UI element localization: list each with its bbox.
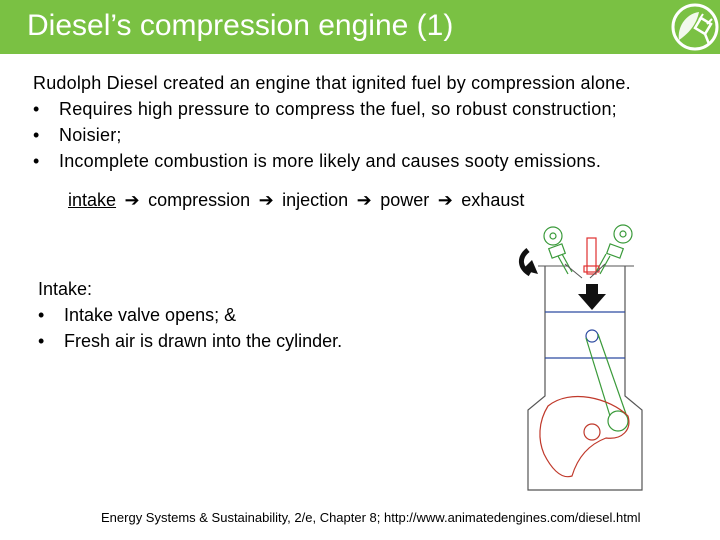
intro-bullet: Requires high pressure to compress the f… <box>33 96 631 122</box>
wrist-pin <box>585 329 599 343</box>
exhaust-valve <box>595 224 633 275</box>
arrow-right-icon: ➔ <box>356 190 372 210</box>
sequence-step-exhaust: exhaust <box>461 190 525 210</box>
stroke-sequence: intake ➔ compression ➔ injection ➔ power… <box>68 190 524 211</box>
intro-bullet: Noisier; <box>33 122 631 148</box>
intake-block: Intake: Intake valve opens; & Fresh air … <box>38 276 342 354</box>
cylinder-block <box>527 266 643 491</box>
arrow-right-icon: ➔ <box>437 190 453 210</box>
intake-bullet-list: Intake valve opens; & Fresh air is drawn… <box>38 302 342 354</box>
intake-bullet: Intake valve opens; & <box>38 302 342 328</box>
connecting-rod <box>585 333 629 432</box>
intro-block: Rudolph Diesel created an engine that ig… <box>33 70 631 174</box>
slide-title: Diesel’s compression engine (1) <box>27 9 454 42</box>
sequence-step-injection: injection <box>282 190 349 210</box>
sequence-step-compression: compression <box>148 190 251 210</box>
curved-arrow-icon <box>519 248 532 277</box>
intake-heading: Intake: <box>38 279 93 299</box>
intro-bullet-list: Requires high pressure to compress the f… <box>33 96 631 174</box>
leaf-plug-icon <box>671 3 719 51</box>
crankshaft <box>539 395 630 478</box>
valve-seat-left <box>564 263 583 279</box>
sequence-step-power: power <box>380 190 430 210</box>
title-bar: Diesel’s compression engine (1) <box>0 0 720 54</box>
arrow-down-icon <box>578 284 606 310</box>
fuel-injector <box>583 237 600 275</box>
intro-text: Rudolph Diesel created an engine that ig… <box>33 73 631 93</box>
arrow-right-icon: ➔ <box>124 190 140 210</box>
intro-bullet: Incomplete combustion is more likely and… <box>33 148 631 174</box>
valve-seat-right <box>589 263 606 279</box>
sequence-step-intake: intake <box>68 190 117 210</box>
curved-arrow-head <box>522 260 538 274</box>
arrow-right-icon: ➔ <box>258 190 274 210</box>
intake-bullet: Fresh air is drawn into the cylinder. <box>38 328 342 354</box>
footer-citation: Energy Systems & Sustainability, 2/e, Ch… <box>101 510 641 525</box>
engine-diagram <box>519 224 643 491</box>
